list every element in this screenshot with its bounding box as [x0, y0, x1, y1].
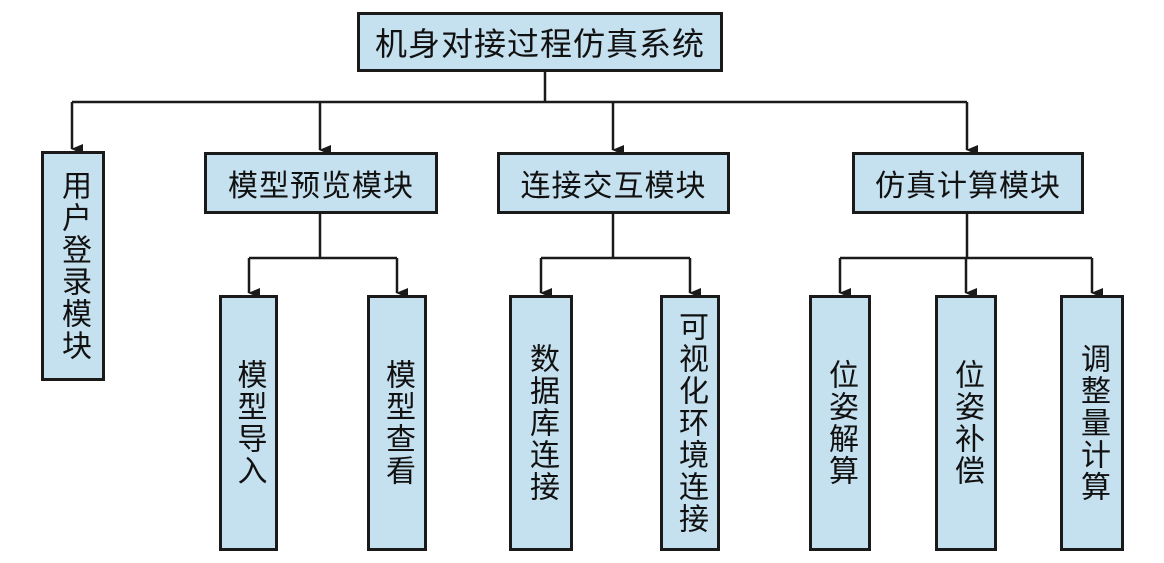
submodule-node-vis-connect: 可视化环境连接 — [660, 295, 720, 551]
module-node-simulation: 仿真计算模块 — [852, 152, 1084, 214]
module-node-preview: 模型预览模块 — [204, 152, 438, 214]
submodule-label-model-view: 模型查看 — [380, 359, 415, 487]
submodule-node-pose-solve: 位姿解算 — [809, 295, 871, 551]
module-node-connect: 连接交互模块 — [497, 152, 730, 214]
root-node: 机身对接过程仿真系统 — [357, 12, 723, 72]
module-label-simulation: 仿真计算模块 — [875, 169, 1061, 204]
submodule-label-pose-solve: 位姿解算 — [823, 359, 858, 487]
module-label-preview: 模型预览模块 — [228, 169, 414, 204]
module-label-login: 用户登录模块 — [56, 170, 91, 362]
submodule-node-adjust-calc: 调整量计算 — [1060, 295, 1124, 551]
submodule-label-model-import: 模型导入 — [231, 359, 267, 487]
submodule-label-db-connect: 数据库连接 — [524, 343, 559, 503]
submodule-node-db-connect: 数据库连接 — [509, 295, 573, 551]
submodule-label-adjust-calc: 调整量计算 — [1075, 343, 1110, 503]
submodule-node-model-view: 模型查看 — [367, 295, 427, 551]
submodule-label-pose-comp: 位姿补偿 — [949, 359, 984, 487]
module-node-login: 用户登录模块 — [41, 151, 105, 381]
submodule-node-pose-comp: 位姿补偿 — [935, 295, 997, 551]
submodule-label-vis-connect: 可视化环境连接 — [673, 311, 708, 535]
module-label-connect: 连接交互模块 — [520, 169, 707, 204]
submodule-node-model-import: 模型导入 — [219, 295, 278, 551]
root-label: 机身对接过程仿真系统 — [374, 25, 705, 63]
